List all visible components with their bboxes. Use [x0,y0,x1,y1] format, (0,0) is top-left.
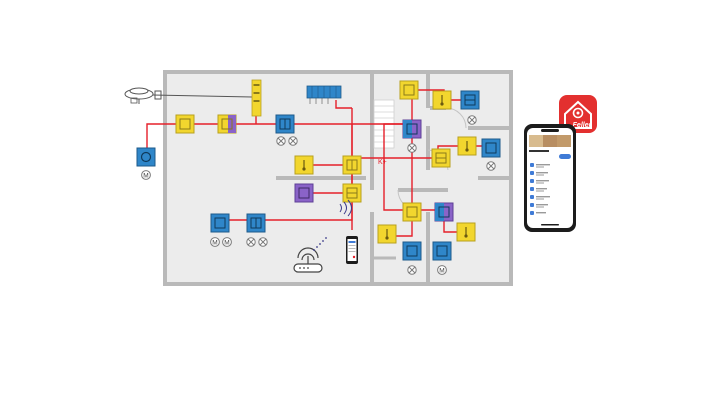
floor-plan [163,70,513,286]
temperature-sensor [377,224,397,244]
lamp-icon [407,143,417,153]
app-logo-icon: Feller [559,95,597,133]
blind-actuator [210,213,230,233]
pushbutton-switch [342,183,362,203]
wire-label: K+ [378,159,387,166]
pushbutton-switch [175,114,195,134]
motor-label: M [439,268,444,275]
motor-icon: M [437,265,447,275]
motor-label: M [224,240,229,247]
temperature-sensor [399,80,419,100]
lamp-icon [467,115,477,125]
blind-actuator [432,241,452,261]
pushbutton-switch [342,155,362,175]
light-actuator [275,114,295,134]
lamp-icon [246,237,256,247]
light-actuator [402,119,422,139]
temperature-sensor [294,155,314,175]
temperature-sensor [456,222,476,242]
smartphone-icon [346,236,358,264]
blind-actuator [136,147,156,167]
temperature-sensor [432,90,452,110]
din-rail-actuators [306,85,342,104]
light-actuator [246,213,266,233]
smartphone-app-preview [524,124,576,232]
lamp-icon [407,265,417,275]
wireless-link-dots [313,237,327,251]
weather-station-icon [124,87,253,104]
motor-icon: M [222,237,232,247]
light-actuator [402,241,422,261]
temperature-sensor [457,136,477,156]
light-actuator [481,138,501,158]
motor-label: M [212,240,217,247]
lamp-icon [486,161,496,171]
wireless-signal-icon [339,199,352,217]
app-logo-text: Feller [573,122,593,129]
lamp-icon [276,136,286,146]
blind-actuator [460,90,480,110]
pushbutton-switch [402,202,422,222]
motor-icon: M [210,237,220,247]
pushbutton-switch [431,148,451,168]
motor-label: M [143,173,148,180]
pushbutton-switch [217,114,237,134]
lamp-icon [288,136,298,146]
lamp-icon [258,237,268,247]
motor-icon: M [141,170,151,180]
router-icon [293,247,323,273]
power-supply-module [251,79,262,117]
light-actuator [434,202,454,222]
wireless-gateway-switch [294,183,314,203]
